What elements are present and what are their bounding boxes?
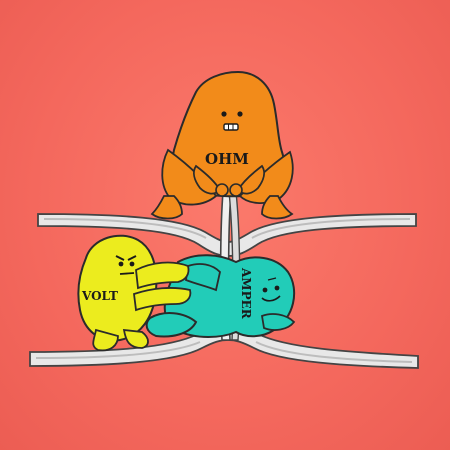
- volt-eye-left: [118, 261, 124, 267]
- ohm-eye-right: [237, 111, 243, 117]
- volt-label: VOLT: [81, 289, 118, 303]
- wire-top: [37, 213, 417, 257]
- amper-character: [145, 254, 296, 338]
- ohm-eye-left: [221, 111, 227, 117]
- volt-character: [77, 234, 192, 352]
- amper-eye-right: [274, 285, 280, 291]
- amper-eye-left: [262, 287, 268, 293]
- ohm-character: [150, 70, 294, 220]
- amper-label: AMPER: [239, 267, 253, 320]
- ohm-gritted-teeth: [223, 123, 239, 131]
- ohm-label: OHM: [205, 150, 249, 168]
- volt-eye-right: [129, 261, 135, 267]
